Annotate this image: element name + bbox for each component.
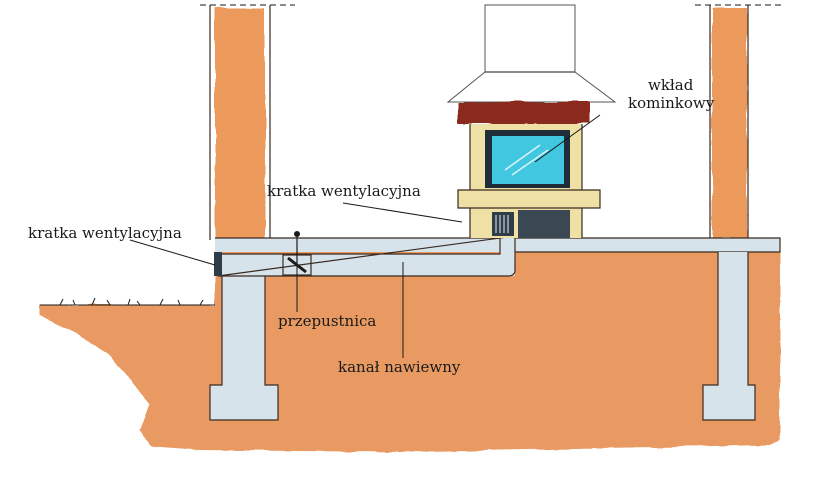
right-foundation (703, 252, 755, 420)
vent-grille-fireplace (492, 212, 514, 236)
floor-slab (215, 238, 780, 252)
left-wall (215, 8, 265, 240)
right-wall (712, 8, 747, 238)
vent-grille-fireplace-label: kratka wentylacyjna (267, 182, 421, 200)
left-foundation (210, 275, 278, 420)
chimney-hood (446, 4, 617, 103)
leader-lines (129, 114, 601, 358)
grass-line (40, 297, 215, 306)
fireplace-insert-label-line2: kominkowy (628, 94, 715, 112)
soil (40, 250, 780, 452)
vent-grille-left-label: kratka wentylacyjna (28, 224, 182, 242)
vent-grille-left (214, 252, 222, 276)
fireplace (457, 102, 601, 238)
damper-label: przepustnica (278, 312, 376, 330)
fireplace-insert-label-line1: wkład (648, 76, 694, 94)
supply-duct-label: kanał nawiewny (338, 358, 461, 376)
